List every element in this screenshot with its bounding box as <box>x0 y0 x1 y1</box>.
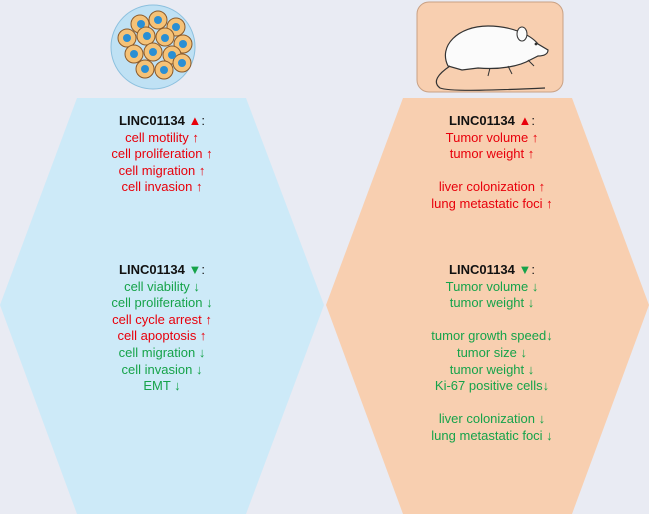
right-down-item: tumor weight ↓ <box>449 295 535 311</box>
left-down-block: LINC01134 ▼: cell viability ↓ cell proli… <box>62 262 262 395</box>
right-down-item: tumor weight ↓ <box>449 361 535 377</box>
right-up-item: liver colonization ↑ <box>438 179 546 195</box>
left-up-block: LINC01134 ▲: cell motility ↑ cell prolif… <box>62 113 262 196</box>
right-up-item: lung metastatic foci ↑ <box>431 195 553 211</box>
right-down-block: LINC01134 ▼: Tumor volume ↓ tumor weight… <box>392 262 592 445</box>
right-down-item: tumor size ↓ <box>456 344 528 360</box>
up-arrow-icon: ▲ <box>188 113 202 128</box>
mouse-icon <box>416 1 564 93</box>
left-up-item: cell invasion ↑ <box>121 179 203 195</box>
right-up-block: LINC01134 ▲: Tumor volume ↑ tumor weight… <box>392 113 592 213</box>
right-up-item: tumor weight ↑ <box>449 146 535 162</box>
left-down-item: cell apoptosis ↑ <box>117 328 207 344</box>
right-down-heading: LINC01134 ▼: <box>449 262 535 277</box>
left-down-item: cell invasion ↓ <box>121 361 203 377</box>
left-down-item: cell viability ↓ <box>124 278 200 294</box>
right-down-item: liver colonization ↓ <box>438 411 546 427</box>
cell-cluster-icon <box>110 4 196 90</box>
up-arrow-icon: ▲ <box>518 113 532 128</box>
left-down-item: cell proliferation ↓ <box>111 295 213 311</box>
down-arrow-icon: ▼ <box>518 262 532 277</box>
right-hexagon <box>326 98 649 514</box>
right-down-item: tumor growth speed↓ <box>431 328 553 344</box>
left-up-heading: LINC01134 ▲: <box>119 113 205 128</box>
down-arrow-icon: ▼ <box>188 262 202 277</box>
left-up-item: cell proliferation ↑ <box>111 146 213 162</box>
left-up-item: cell motility ↑ <box>125 129 199 145</box>
left-up-item: cell migration ↑ <box>118 162 206 178</box>
left-down-item: EMT ↓ <box>143 378 181 394</box>
right-down-item: Tumor volume ↓ <box>445 278 539 294</box>
left-down-item: cell cycle arrest ↑ <box>112 311 212 327</box>
right-up-heading: LINC01134 ▲: <box>449 113 535 128</box>
left-down-item: cell migration ↓ <box>118 344 206 360</box>
right-up-item: Tumor volume ↑ <box>445 129 539 145</box>
left-hexagon <box>0 98 324 514</box>
right-down-item: lung metastatic foci ↓ <box>431 427 553 443</box>
right-down-item: Ki-67 positive cells↓ <box>434 378 550 394</box>
left-down-heading: LINC01134 ▼: <box>119 262 205 277</box>
